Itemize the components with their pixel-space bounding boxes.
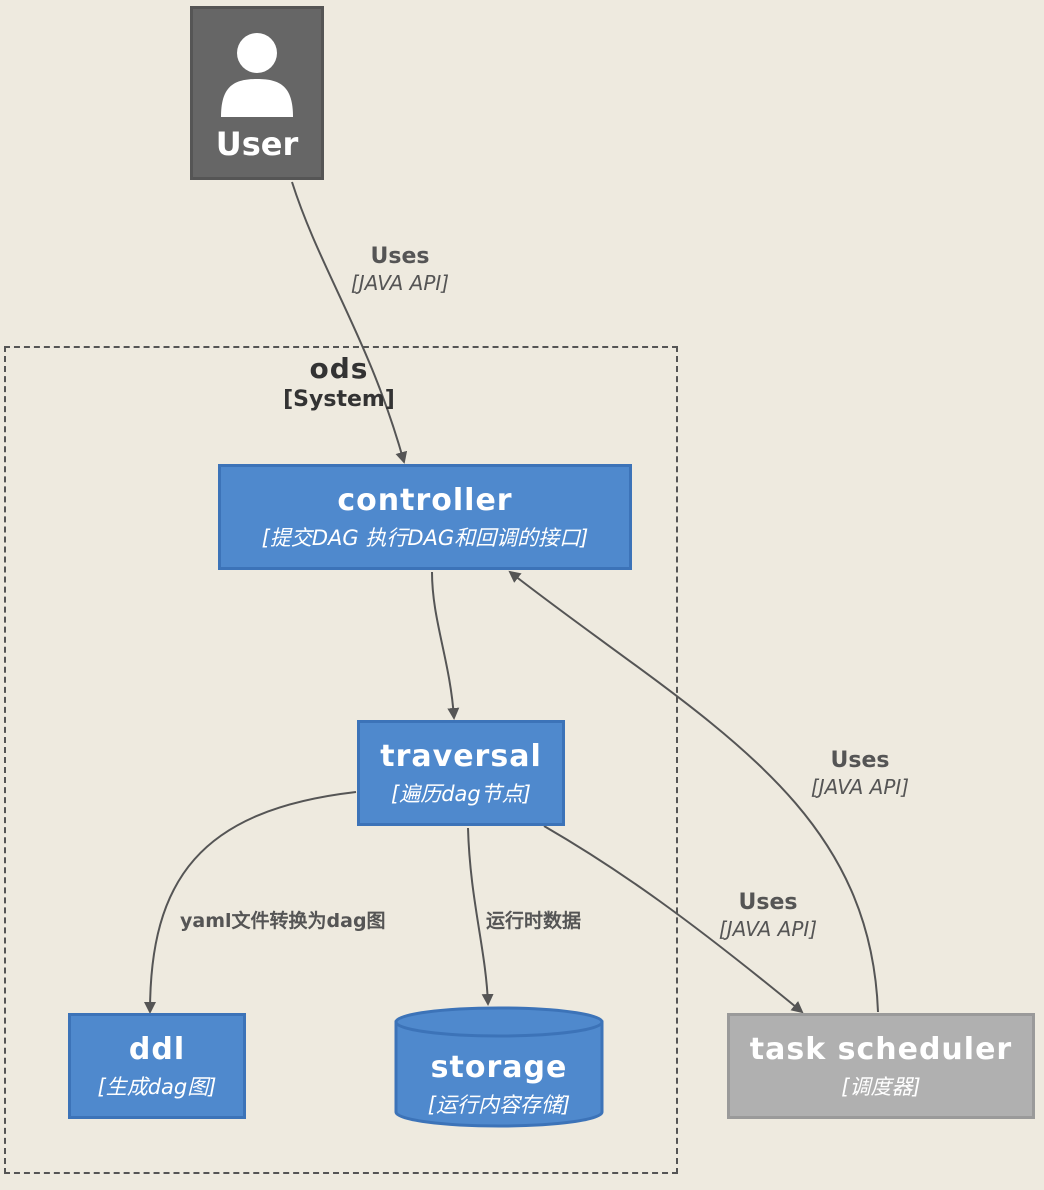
ddl-name: ddl [128, 1031, 186, 1067]
edge-scheduler-controller [508, 570, 879, 1013]
traversal-name: traversal [380, 738, 542, 774]
storage-cylinder [394, 1006, 604, 1128]
ddl-desc: [生成dag图] [97, 1074, 217, 1099]
edge-label-traversal-storage: 运行时数据 [486, 910, 582, 932]
task-scheduler-desc: [调度器] [841, 1074, 921, 1099]
edge-traversal-ddl [144, 791, 357, 1014]
traversal-desc: [遍历dag节点] [391, 781, 531, 806]
edge-user-controller [291, 181, 408, 464]
system-type: [System] [283, 387, 395, 412]
user-label: User [215, 125, 299, 163]
ddl-node[interactable]: ddl [生成dag图] [68, 1013, 246, 1119]
edge-traversal-scheduler [543, 825, 804, 1014]
storage-node[interactable]: storage [运行内容存储] [396, 1050, 602, 1119]
edge-traversal-storage [467, 827, 494, 1006]
edge-label-user-controller: Uses [JAVA API] [350, 244, 450, 295]
user-person[interactable]: User [190, 6, 324, 180]
controller-name: controller [337, 482, 513, 518]
person-icon [221, 33, 293, 117]
storage-name: storage [430, 1050, 568, 1085]
edge-controller-traversal [431, 571, 460, 720]
system-name: ods [309, 352, 369, 385]
system-title: ods [System] [232, 352, 446, 412]
system-boundary [4, 346, 678, 1174]
task-scheduler-name: task scheduler [749, 1031, 1013, 1067]
controller-node[interactable]: controller [提交DAG 执行DAG和回调的接口] [218, 464, 632, 570]
edge-label-traversal-ddl: yaml文件转换为dag图 [180, 910, 386, 932]
edge-label-traversal-scheduler: Uses [JAVA API] [718, 890, 818, 941]
traversal-node[interactable]: traversal [遍历dag节点] [357, 720, 565, 826]
task-scheduler-node[interactable]: task scheduler [调度器] [727, 1013, 1035, 1119]
controller-desc: [提交DAG 执行DAG和回调的接口] [261, 525, 589, 550]
storage-desc: [运行内容存储] [427, 1093, 571, 1117]
edge-label-scheduler-controller: Uses [JAVA API] [810, 748, 910, 799]
